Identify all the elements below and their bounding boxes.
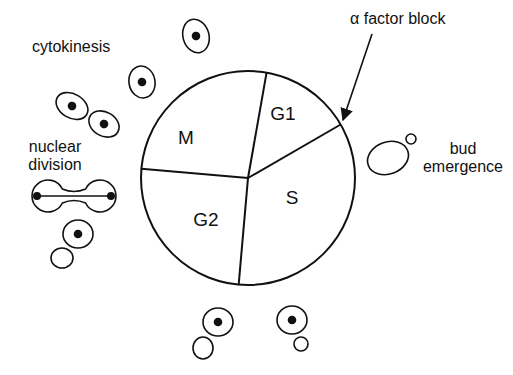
budded-cell (51, 220, 93, 268)
phase-name: S (286, 188, 299, 209)
cycle-outline (140, 70, 356, 286)
phase-divider (141, 169, 248, 178)
budding-cell (363, 134, 416, 180)
cell-cycle-circle: G1S G2 M (140, 70, 356, 286)
stage-label: nuclear division (18, 138, 92, 173)
budded-cell (277, 306, 308, 351)
stage-label: bud emergence (418, 140, 508, 175)
yeast-cell (126, 64, 157, 100)
phase-divider (248, 73, 267, 178)
stage-label: α factor block (350, 10, 446, 28)
phase-name: G1 (270, 104, 295, 125)
yeast-cell (179, 16, 213, 56)
block-arrow (343, 34, 372, 120)
phase-name: M (178, 128, 194, 149)
cycle-circle (141, 71, 355, 285)
dividing-cell (32, 180, 116, 212)
budded-cell (193, 308, 233, 359)
phase-name: G2 (193, 210, 218, 231)
daughter-cell (51, 87, 92, 125)
daughter-cell (84, 106, 124, 143)
phase-divider (239, 178, 248, 285)
phase-divider (248, 125, 341, 179)
stage-label: cytokinesis (32, 38, 110, 56)
